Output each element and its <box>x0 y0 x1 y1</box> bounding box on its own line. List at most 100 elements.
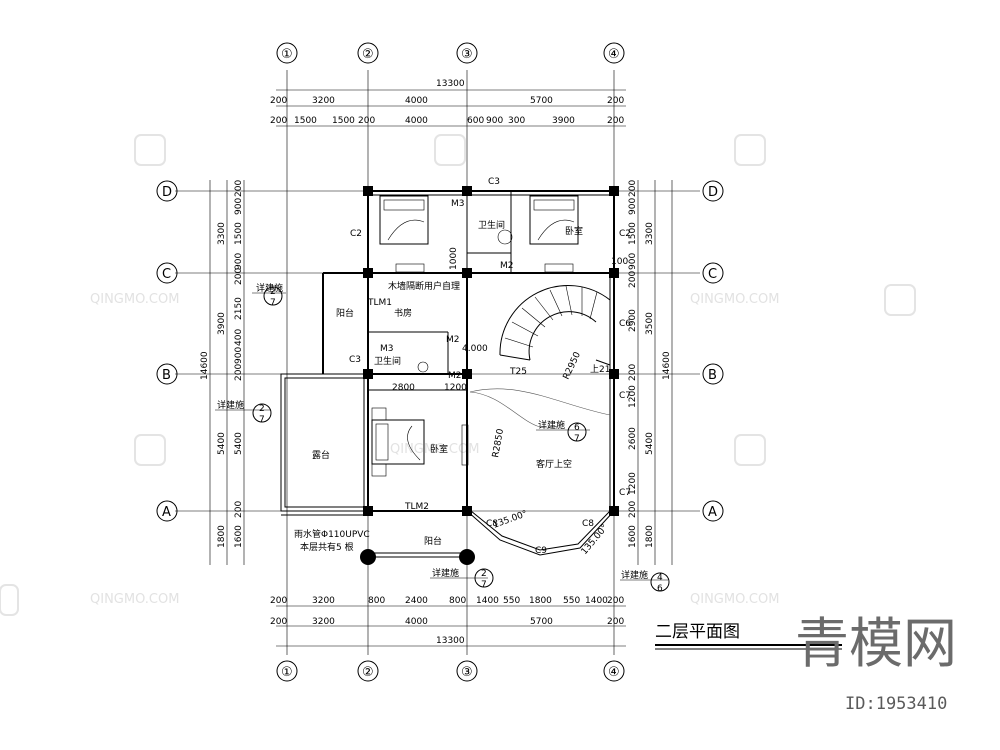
svg-text:300: 300 <box>508 116 525 126</box>
title-block: 二层平面图 青模网 ID:1953410 <box>655 612 957 714</box>
dimensions-left: 14600 3300 3900 5400 1800 200 900 1500 9… <box>200 180 245 565</box>
watermark-text: QINGMO.COM <box>90 292 179 307</box>
svg-text:1800: 1800 <box>645 525 655 548</box>
room-living-void: 客厅上空 <box>536 458 572 470</box>
svg-text:2150: 2150 <box>234 297 244 320</box>
axis-bubbles-left: D C B A <box>156 180 178 522</box>
svg-text:200: 200 <box>607 617 624 627</box>
axis-label-D: D <box>708 185 718 200</box>
columns <box>360 186 619 565</box>
svg-text:4000: 4000 <box>405 96 428 106</box>
axis-bubbles-top: ① ② ③ ④ <box>276 42 625 64</box>
walls <box>280 190 615 558</box>
svg-text:C8: C8 <box>582 519 594 529</box>
dimensions-bottom: 200 3200 800 2400 800 1400 550 1800 550 … <box>270 596 626 647</box>
svg-text:2: 2 <box>259 404 265 414</box>
svg-text:200: 200 <box>607 116 624 126</box>
svg-text:14600: 14600 <box>662 351 672 380</box>
axis-label-A: A <box>162 505 171 520</box>
svg-text:R2850: R2850 <box>491 428 506 459</box>
svg-text:M3: M3 <box>380 344 394 354</box>
watermark-logo-icon <box>134 434 166 466</box>
svg-text:200: 200 <box>270 617 287 627</box>
svg-text:2400: 2400 <box>405 596 428 606</box>
svg-text:200: 200 <box>628 180 638 197</box>
svg-text:上21: 上21 <box>590 364 610 375</box>
axis-label-2: ② <box>362 665 374 680</box>
svg-text:3300: 3300 <box>645 222 655 245</box>
svg-text:1500: 1500 <box>628 222 638 245</box>
axis-label-4: ④ <box>608 665 620 680</box>
svg-text:4000: 4000 <box>405 116 428 126</box>
svg-text:200: 200 <box>234 268 244 285</box>
drawing-title: 二层平面图 <box>655 622 740 642</box>
svg-text:550: 550 <box>563 596 580 606</box>
svg-text:800: 800 <box>449 596 466 606</box>
svg-text:13300: 13300 <box>436 636 465 646</box>
watermark-logo-icon <box>734 434 766 466</box>
dimensions-top: 13300 200 3200 4000 5700 200 200 1500 15… <box>270 79 626 127</box>
svg-text:C3: C3 <box>349 355 361 365</box>
svg-text:详建施: 详建施 <box>217 399 244 411</box>
watermark-logo-icon <box>134 134 166 166</box>
svg-text:2800: 2800 <box>392 383 415 393</box>
svg-text:200: 200 <box>270 96 287 106</box>
svg-text:1400: 1400 <box>585 596 608 606</box>
rain-pipe-note: 雨水管Φ110UPVC <box>294 528 370 540</box>
svg-text:900: 900 <box>628 253 638 270</box>
svg-text:2: 2 <box>481 569 487 579</box>
axis-label-B: B <box>162 368 171 383</box>
svg-text:5700: 5700 <box>530 96 553 106</box>
svg-text:800: 800 <box>368 596 385 606</box>
room-study: 书房 <box>394 307 412 319</box>
svg-text:200: 200 <box>270 116 287 126</box>
axis-label-A: A <box>708 505 717 520</box>
svg-text:详建施: 详建施 <box>256 282 283 294</box>
svg-text:2900: 2900 <box>628 309 638 332</box>
svg-text:M2: M2 <box>446 335 460 345</box>
svg-text:3300: 3300 <box>217 222 227 245</box>
svg-text:6: 6 <box>574 423 580 433</box>
svg-text:6: 6 <box>657 584 663 594</box>
room-terrace: 露台 <box>312 449 330 461</box>
svg-text:5400: 5400 <box>217 432 227 455</box>
svg-text:3900: 3900 <box>552 116 575 126</box>
svg-text:3200: 3200 <box>312 596 335 606</box>
svg-text:1200: 1200 <box>444 383 467 393</box>
svg-text:M3: M3 <box>451 199 465 209</box>
svg-text:7: 7 <box>481 580 487 590</box>
svg-text:C2: C2 <box>619 229 631 239</box>
svg-text:3500: 3500 <box>645 312 655 335</box>
svg-text:200: 200 <box>234 501 244 518</box>
svg-text:1500: 1500 <box>294 116 317 126</box>
svg-text:C6: C6 <box>619 319 631 329</box>
svg-text:200: 200 <box>234 364 244 381</box>
svg-text:1200: 1200 <box>628 385 638 408</box>
furniture <box>371 195 579 477</box>
axis-label-3: ③ <box>461 665 473 680</box>
svg-text:200: 200 <box>270 596 287 606</box>
svg-text:1200: 1200 <box>628 472 638 495</box>
svg-text:135.00°: 135.00° <box>492 509 529 531</box>
svg-text:4000: 4000 <box>405 617 428 627</box>
svg-text:900: 900 <box>628 198 638 215</box>
axis-label-C: C <box>162 267 171 282</box>
svg-text:R2950: R2950 <box>562 350 584 381</box>
svg-text:C3: C3 <box>488 177 500 187</box>
svg-text:TLM1: TLM1 <box>367 298 392 308</box>
watermark-logo-icon <box>434 134 466 166</box>
room-balcony-1: 阳台 <box>336 307 354 319</box>
watermark-text: QINGMO.COM <box>690 292 779 307</box>
axis-label-1: ① <box>281 665 293 680</box>
watermark-text: QINGMO.COM <box>90 592 179 607</box>
svg-text:C7: C7 <box>619 391 631 401</box>
svg-text:1600: 1600 <box>628 525 638 548</box>
axis-bubbles-bottom: ① ② ③ ④ <box>276 660 625 682</box>
svg-text:900: 900 <box>234 253 244 270</box>
id-label: ID:1953410 <box>845 694 947 714</box>
svg-text:200: 200 <box>628 364 638 381</box>
svg-text:5400: 5400 <box>234 432 244 455</box>
svg-text:T25: T25 <box>509 367 527 377</box>
rain-pipe-count: 本层共有5 根 <box>300 541 354 553</box>
